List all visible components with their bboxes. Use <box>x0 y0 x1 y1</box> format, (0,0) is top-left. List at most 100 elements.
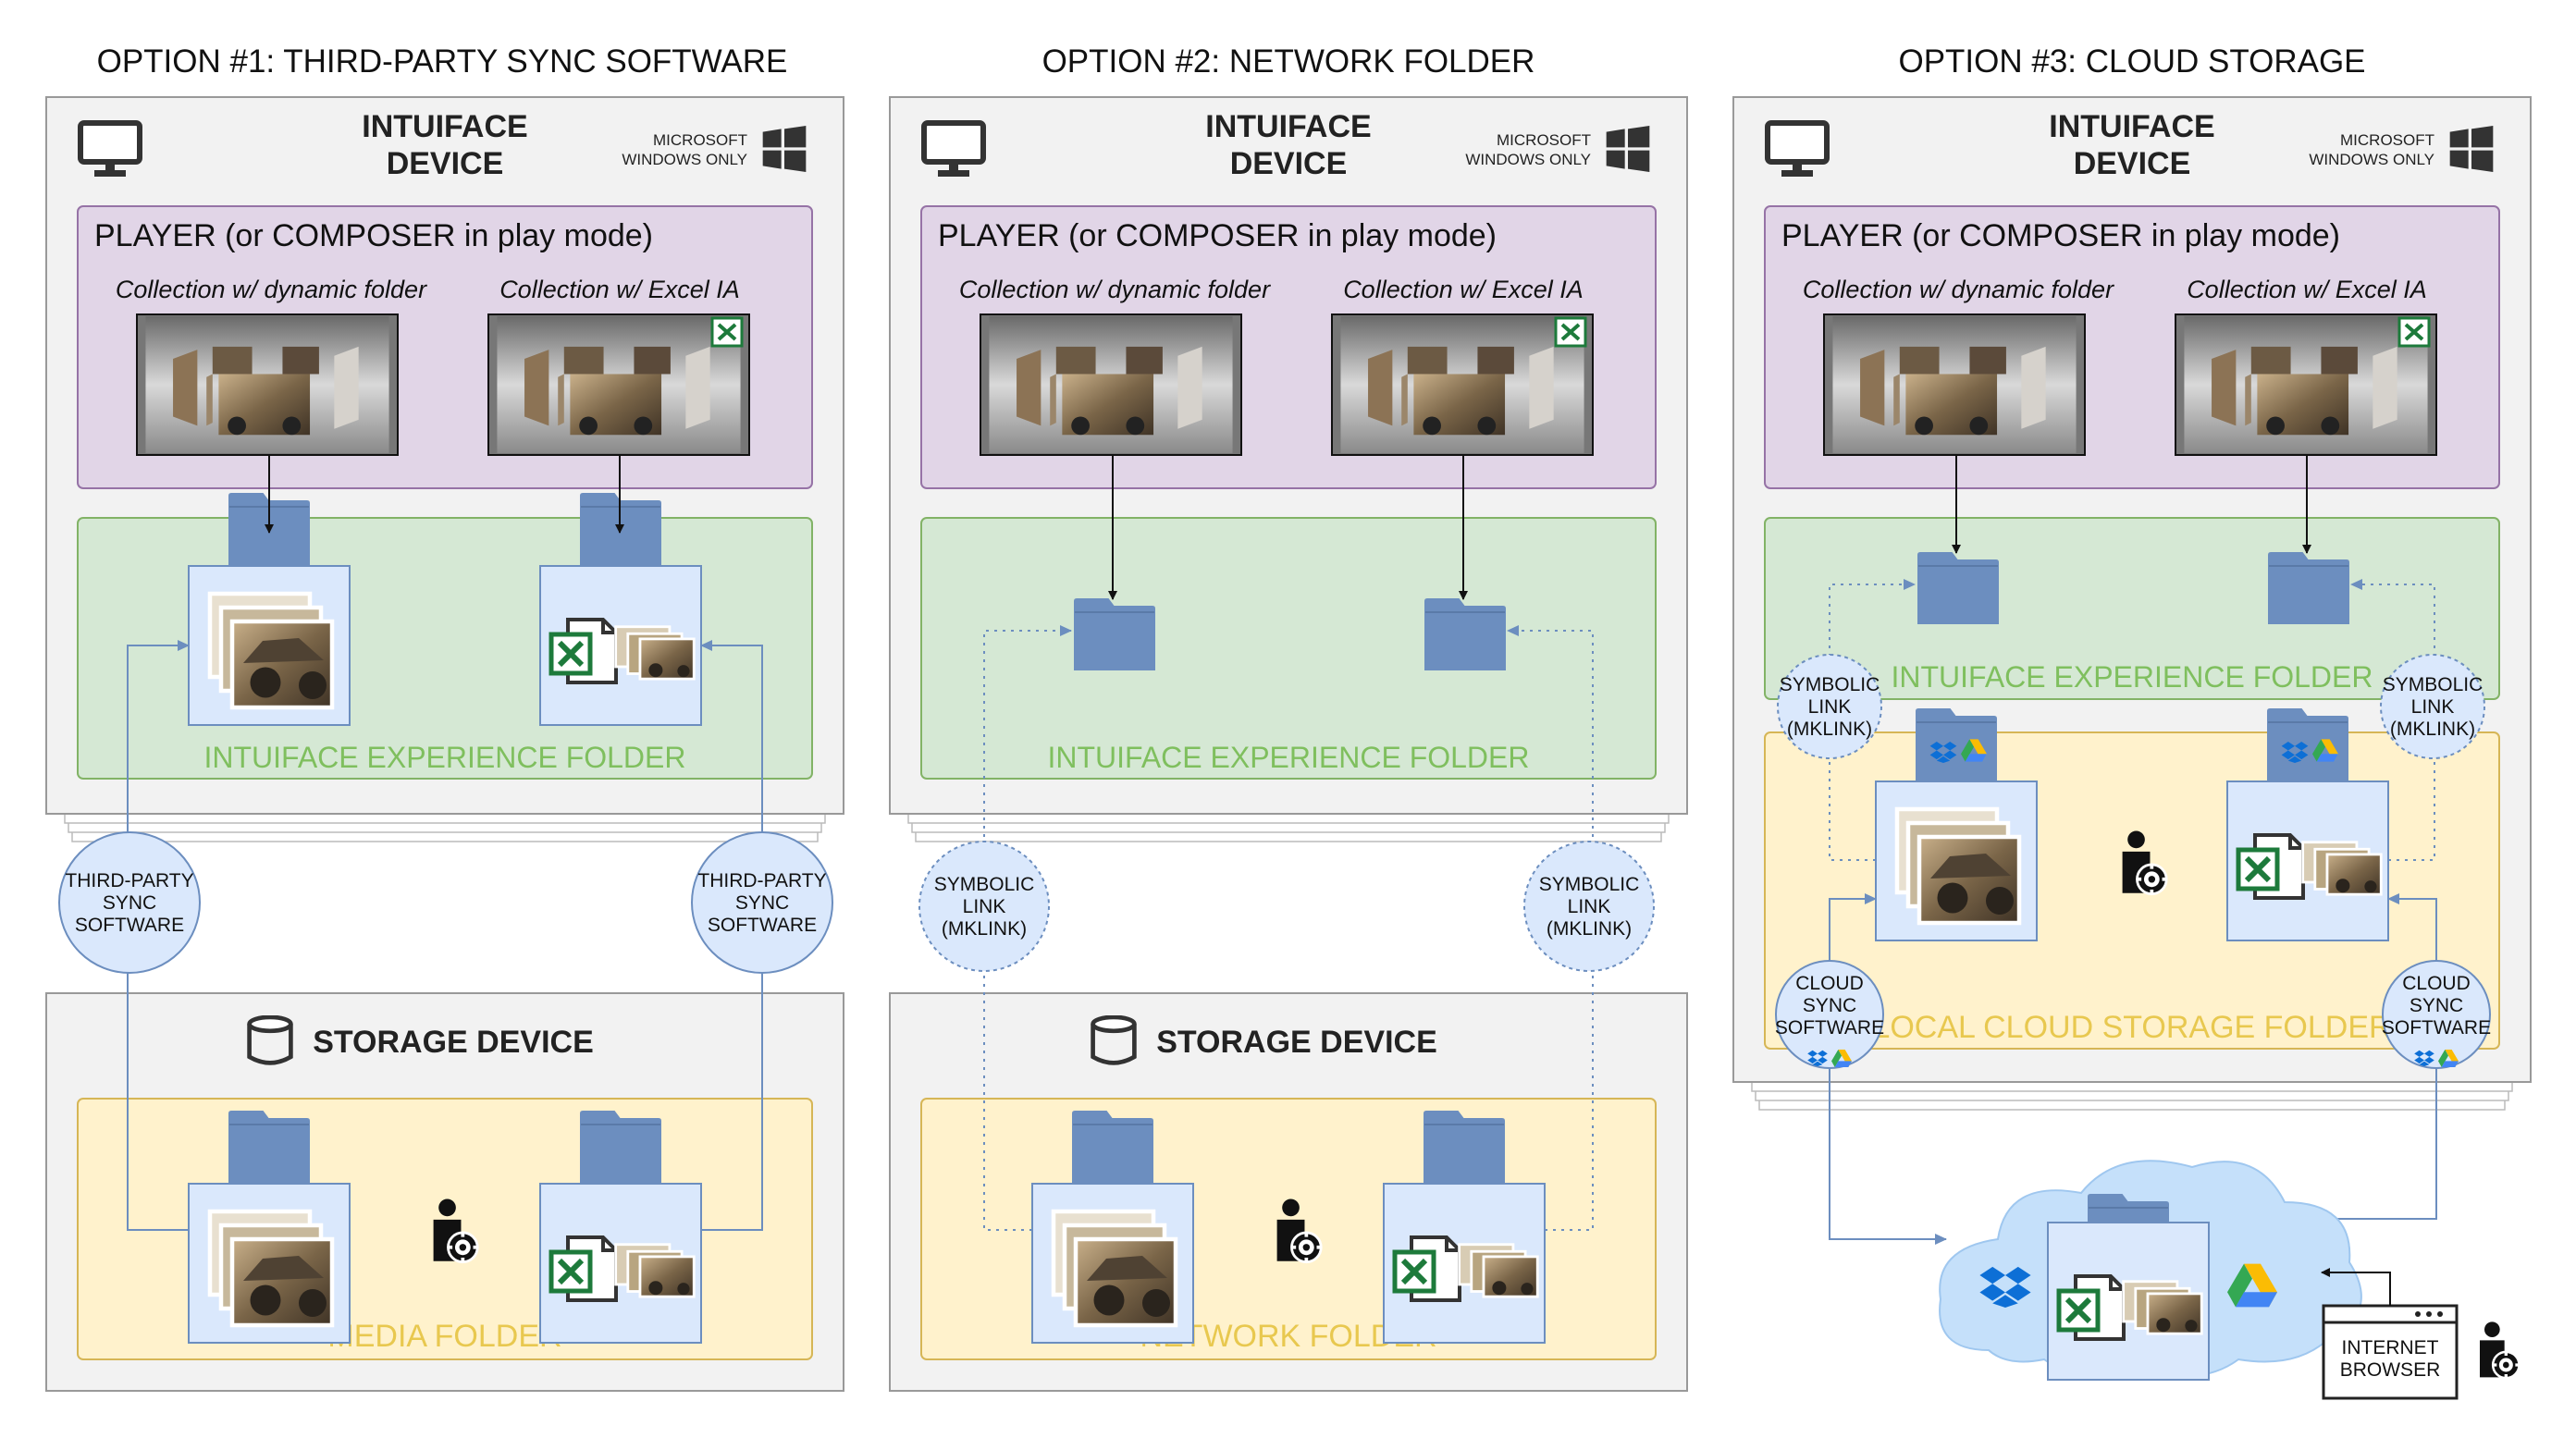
symbolic-link-circle-text: (MKLINK) <box>2390 719 2475 740</box>
local-file-photos <box>1875 708 2038 941</box>
storage-device-title: STORAGE DEVICE <box>313 1025 594 1060</box>
photo-stack-icon <box>1054 1211 1176 1325</box>
browser-dot <box>2415 1311 2421 1317</box>
option-title: OPTION #2: NETWORK FOLDER <box>1042 43 1535 80</box>
symlink-line <box>983 625 1072 1231</box>
photo-stack-icon <box>1458 1243 1539 1298</box>
folder-icon <box>580 1111 661 1183</box>
collection-preview <box>2184 316 2428 453</box>
browser-dot <box>2426 1311 2432 1317</box>
browser-dot <box>2437 1311 2443 1317</box>
device-title-line2: DEVICE <box>387 146 504 181</box>
cloud-sync-line <box>1829 1017 1947 1245</box>
experience-folder-icon <box>1074 598 1155 670</box>
excel-badge-mark <box>2404 323 2424 341</box>
excel-badge-mark <box>717 323 737 341</box>
experience-folder-icon <box>1424 598 1506 670</box>
symbolic-link-circle-text: LINK <box>963 896 1006 917</box>
cloud-sync-circle-text: CLOUD <box>1795 973 1864 994</box>
photo-stack-icon <box>1897 809 2019 923</box>
collection-preview <box>145 316 389 453</box>
option-title: OPTION #3: CLOUD STORAGE <box>1898 43 2365 80</box>
cloud-sync-circle-text: SYNC <box>2410 995 2463 1016</box>
collection-label: Collection w/ Excel IA <box>1343 276 1584 303</box>
symbolic-link-circle-shape <box>918 841 1050 972</box>
experience-folder-icon <box>2268 552 2349 624</box>
collection-label: Collection w/ dynamic folder <box>116 276 427 303</box>
photo-stack-icon <box>614 625 696 681</box>
cloud-sync-circle-text: SOFTWARE <box>1775 1017 1884 1039</box>
collection-preview <box>989 316 1233 453</box>
device-title-line2: DEVICE <box>2074 146 2191 181</box>
symbolic-link-circle-text: (MKLINK) <box>1547 918 1632 940</box>
local-file-excel <box>2226 708 2389 941</box>
option-3: OPTION #3: CLOUD STORAGEINTUIFACEDEVICEM… <box>1732 43 2532 1400</box>
symbolic-link-circle-text: SYMBOLIC <box>934 874 1035 895</box>
local-cloud-folder-label: LOCAL CLOUD STORAGE FOLDER <box>1872 1010 2391 1045</box>
ms-windows-line2: WINDOWS ONLY <box>622 151 747 168</box>
sync-software-circle-text: SYNC <box>735 892 789 914</box>
photo-stack-icon <box>210 594 332 707</box>
experience-file-photos <box>188 493 351 726</box>
player-title: PLAYER (or COMPOSER in play mode) <box>1781 218 2340 253</box>
photo-stack-icon <box>2301 841 2383 896</box>
collection-label: Collection w/ Excel IA <box>499 276 740 303</box>
experience-folder-icon <box>1917 552 1999 624</box>
symbolic-link-circle-shape <box>2380 654 2485 759</box>
collection-label: Collection w/ Excel IA <box>2187 276 2427 303</box>
cloud-sync-circle-shape <box>1775 960 1884 1069</box>
sync-software-circle-shape <box>58 831 201 974</box>
collection-preview <box>1832 316 2077 453</box>
option-2: OPTION #2: NETWORK FOLDER INTUIFACEDEVICE… <box>889 43 1688 1392</box>
folder-icon <box>2267 708 2348 780</box>
experience-folder-label: INTUIFACE EXPERIENCE FOLDER <box>1048 741 1530 774</box>
media-file-excel <box>1383 1111 1546 1344</box>
collection-preview <box>497 316 741 453</box>
symbolic-link-circle-text: (MKLINK) <box>1787 719 1872 740</box>
sync-software-circle-text: THIRD-PARTY <box>65 870 193 891</box>
symbolic-link-circle-shape <box>1523 841 1655 972</box>
folder-icon <box>1072 1111 1153 1183</box>
collection-label: Collection w/ dynamic folder <box>959 276 1271 303</box>
excel-badge-mark <box>1560 323 1581 341</box>
folder-icon <box>1916 708 1997 780</box>
sync-software-circle-shape <box>691 831 833 974</box>
cloud-sync-line <box>2300 1017 2437 1224</box>
sync-software-circle-text: SOFTWARE <box>75 915 184 936</box>
browser-label-line1: INTERNET <box>2342 1337 2439 1358</box>
symbolic-link-circle-text: (MKLINK) <box>942 918 1027 940</box>
ms-windows-line1: MICROSOFT <box>1497 131 1591 149</box>
player-title: PLAYER (or COMPOSER in play mode) <box>94 218 653 253</box>
sync-software-circle-text: SYNC <box>103 892 156 914</box>
browser-label-line2: BROWSER <box>2340 1359 2441 1381</box>
ms-windows-line2: WINDOWS ONLY <box>2309 151 2434 168</box>
option-1: OPTION #1: THIRD-PARTY SYNC SOFTWAREINTU… <box>45 43 844 1392</box>
folder-icon <box>1424 1111 1505 1183</box>
photo-stack-icon <box>614 1243 696 1298</box>
folder-icon <box>228 1111 310 1183</box>
sync-software-circle-text: SOFTWARE <box>708 915 817 936</box>
ms-windows-line2: WINDOWS ONLY <box>1465 151 1591 168</box>
device-title-line1: INTUIFACE <box>1205 109 1371 144</box>
collection-label: Collection w/ dynamic folder <box>1803 276 2114 303</box>
experience-folder-box <box>920 517 1657 780</box>
photo-stack-icon <box>2122 1280 2203 1335</box>
symbolic-link-circle-shape <box>1777 654 1882 759</box>
experience-file-excel <box>539 493 702 726</box>
ms-windows-line1: MICROSOFT <box>2340 131 2434 149</box>
device-title-line2: DEVICE <box>1230 146 1348 181</box>
photo-stack-icon <box>210 1211 332 1325</box>
media-file-photos <box>1031 1111 1194 1344</box>
collection-preview <box>1340 316 1584 453</box>
experience-folder-label: INTUIFACE EXPERIENCE FOLDER <box>204 741 686 774</box>
cloud-sync-circle-text: SOFTWARE <box>2382 1017 2491 1039</box>
symbolic-link-circle-text: SYMBOLIC <box>1539 874 1640 895</box>
